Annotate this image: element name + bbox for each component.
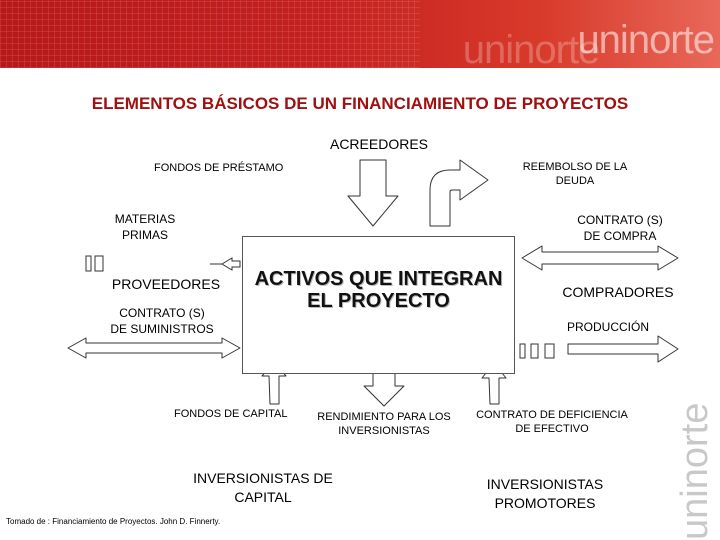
label-contrato-sum-line1: CONTRATO (S)	[119, 306, 205, 320]
label-reembolso: REEMBOLSO DE LA DEUDA	[500, 160, 650, 188]
arrow-produccion	[567, 335, 679, 363]
arrow-fondos-prestamo	[347, 159, 399, 227]
label-materias-primas: MATERIAS PRIMAS	[90, 211, 200, 243]
label-materias-line2: PRIMAS	[121, 228, 168, 242]
banner-pattern	[0, 0, 420, 68]
banner-logo-text: uninorte	[577, 18, 715, 62]
label-compradores: COMPRADORES	[562, 284, 674, 300]
label-inversionistas-capital: INVERSIONISTAS DE CAPITAL	[170, 469, 356, 507]
label-contrato-compra: CONTRATO (S) DE COMPRA	[560, 212, 680, 244]
label-inversionistas-promotores: INVERSIONISTAS PROMOTORES	[470, 475, 620, 513]
label-fondos-capital: FONDOS DE CAPITAL	[174, 408, 288, 420]
label-contrato-compra-line2: DE COMPRA	[583, 229, 657, 243]
label-rendimiento-line2: INVERSIONISTAS	[338, 425, 430, 437]
label-inv-promotores-line2: PROMOTORES	[494, 495, 596, 511]
bar-produccion-3	[544, 343, 555, 359]
center-label-line2: EL PROYECTO	[307, 290, 450, 312]
label-inv-capital-line2: CAPITAL	[234, 489, 292, 505]
label-contrato-suministros: CONTRATO (S) DE SUMINISTROS	[92, 305, 232, 337]
label-contrato-deficiencia: CONTRATO DE DEFICIENCIA DE EFECTIVO	[464, 408, 640, 436]
banner-logo-shadow: uninorte	[462, 28, 601, 68]
banner-logo: uninorte uninorte	[431, 18, 715, 68]
bar-proveedores-1	[85, 255, 92, 272]
source-credit: Tomado de : Financiamiento de Proyectos.…	[6, 517, 221, 526]
label-proveedores: PROVEEDORES	[111, 276, 221, 292]
label-rendimiento: RENDIMIENTO PARA LOS INVERSIONISTAS	[306, 410, 462, 438]
arrow-proveedores-in	[221, 257, 241, 271]
bar-proveedores-2	[94, 255, 104, 272]
label-produccion: PRODUCCIÓN	[566, 320, 649, 334]
label-reembolso-line1: REEMBOLSO DE LA	[522, 161, 628, 173]
label-acreedores: ACREEDORES	[329, 136, 429, 152]
label-fondos-prestamo: FONDOS DE PRÉSTAMO	[154, 162, 284, 174]
center-label-line1: ACTIVOS QUE INTEGRAN	[254, 268, 503, 290]
header-banner: uninorte uninorte	[0, 0, 720, 68]
label-inv-capital-line1: INVERSIONISTAS DE	[193, 470, 333, 486]
center-box	[242, 236, 515, 374]
arrow-contrato-compra	[521, 245, 679, 271]
label-materias-line1: MATERIAS	[114, 212, 176, 226]
label-contrato-def-line2: DE EFECTIVO	[515, 423, 589, 435]
label-reembolso-line2: DEUDA	[555, 175, 595, 187]
page-title: ELEMENTOS BÁSICOS DE UN FINANCIAMIENTO D…	[91, 94, 629, 113]
label-contrato-sum-line2: DE SUMINISTROS	[110, 322, 214, 336]
label-rendimiento-line1: RENDIMIENTO PARA LOS	[317, 411, 451, 423]
label-contrato-def-line1: CONTRATO DE DEFICIENCIA	[476, 409, 628, 421]
label-contrato-compra-line1: CONTRATO (S)	[577, 213, 663, 227]
label-inv-promotores-line1: INVERSIONISTAS	[486, 476, 604, 492]
bar-produccion-2	[530, 343, 539, 359]
arrow-reembolso	[429, 159, 489, 227]
arrow-suministros	[67, 337, 241, 359]
center-label: ACTIVOS QUE INTEGRAN EL PROYECTO	[242, 268, 515, 312]
bar-produccion-1	[519, 343, 526, 359]
